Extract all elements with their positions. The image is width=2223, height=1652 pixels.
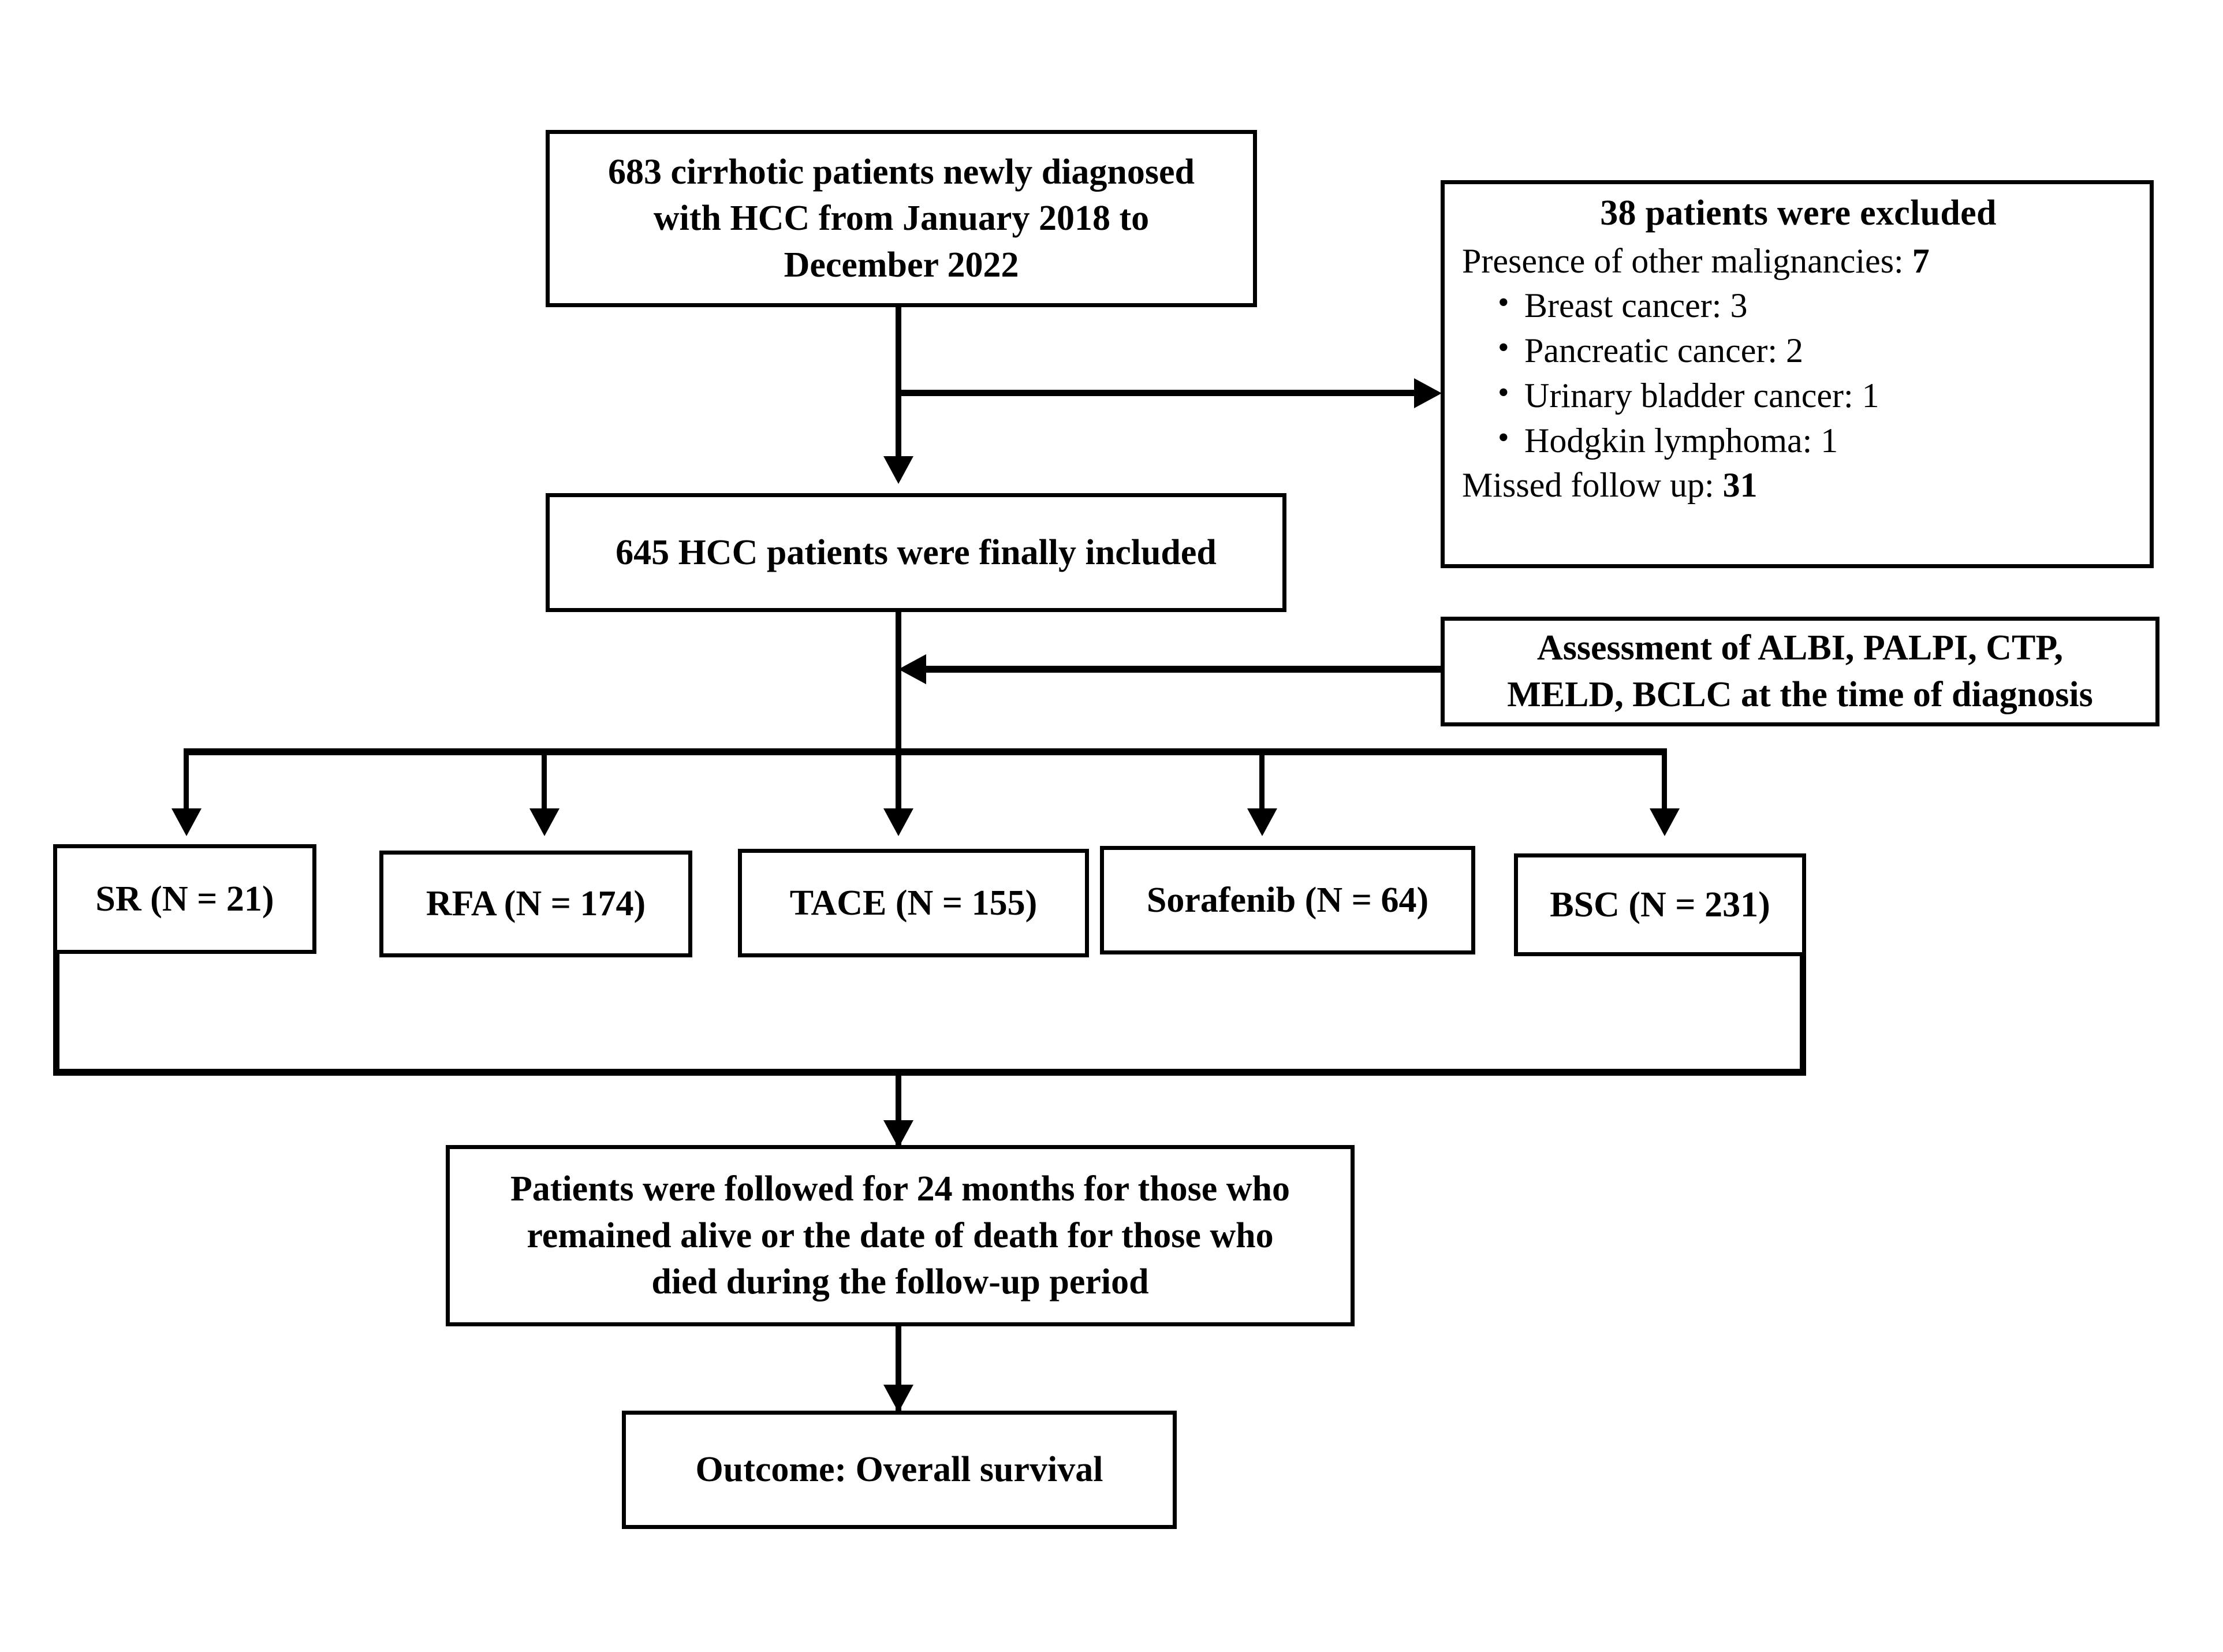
arrowhead-into-excluded <box>1414 378 1442 408</box>
arrowhead-into-trunk <box>898 654 926 684</box>
box-source-cohort: 683 cirrhotic patients newly diagnosed w… <box>546 130 1257 307</box>
treatment-label-rfa: RFA (N = 174) <box>426 884 646 924</box>
source-cohort-line3: December 2022 <box>784 245 1019 285</box>
arrowhead-into-sr <box>171 808 202 836</box>
box-followup: Patients were followed for 24 months for… <box>446 1145 1355 1326</box>
assessment-line1: Assessment of ALBI, PALPI, CTP, <box>1536 628 2064 668</box>
included-text: 645 HCC patients were finally included <box>616 532 1217 572</box>
connector-source-to-excluded <box>896 390 1433 396</box>
excluded-item-text: Pancreatic cancer: 2 <box>1524 331 1804 370</box>
branch-stem-sr <box>184 748 189 818</box>
excluded-malignancies-line: Presence of other malignancies: 7 <box>1462 239 2135 284</box>
treatment-label-sorafenib: Sorafenib (N = 64) <box>1146 880 1429 920</box>
treatment-label-bsc: BSC (N = 231) <box>1550 885 1770 924</box>
excluded-list-item: • Hodgkin lymphoma: 1 <box>1462 418 2135 463</box>
followup-line1: Patients were followed for 24 months for… <box>510 1169 1290 1209</box>
source-cohort-line1: 683 cirrhotic patients newly diagnosed <box>607 152 1195 192</box>
branch-stem-rfa <box>542 748 547 818</box>
excluded-list-item: • Breast cancer: 3 <box>1462 283 2135 328</box>
assessment-line2: MELD, BCLC at the time of diagnosis <box>1507 675 2093 714</box>
box-treatment-rfa: RFA (N = 174) <box>379 851 692 957</box>
box-outcome: Outcome: Overall survival <box>622 1411 1177 1529</box>
outcome-text: Outcome: Overall survival <box>695 1450 1103 1490</box>
excluded-malignancies-count: 7 <box>1912 241 1930 280</box>
merge-bar <box>53 1069 1806 1076</box>
excluded-missed-count: 31 <box>1722 466 1758 505</box>
branch-stem-tace <box>896 748 901 818</box>
arrowhead-into-sorafenib <box>1247 808 1277 836</box>
excluded-title: 38 patients were excluded <box>1600 193 1997 233</box>
connector-followup-to-outcome <box>896 1326 901 1416</box>
box-assessment: Assessment of ALBI, PALPI, CTP, MELD, BC… <box>1441 617 2159 726</box>
merge-right-leg <box>1800 954 1806 1075</box>
bullet-icon: • <box>1498 375 1509 411</box>
excluded-item-text: Breast cancer: 3 <box>1524 286 1748 325</box>
arrowhead-into-bsc <box>1650 808 1680 836</box>
excluded-item-text: Hodgkin lymphoma: 1 <box>1524 422 1838 460</box>
box-treatment-tace: TACE (N = 155) <box>738 849 1089 957</box>
box-treatment-sorafenib: Sorafenib (N = 64) <box>1100 846 1475 954</box>
branch-stem-bsc <box>1662 748 1667 818</box>
treatment-label-sr: SR (N = 21) <box>95 879 274 919</box>
excluded-missed-label: Missed follow up: <box>1462 466 1723 505</box>
box-excluded: 38 patients were excluded Presence of ot… <box>1441 180 2154 568</box>
merge-left-leg <box>53 954 59 1075</box>
branch-stem-sorafenib <box>1259 748 1265 818</box>
bullet-icon: • <box>1498 285 1509 321</box>
arrowhead-into-tace <box>883 808 913 836</box>
excluded-malignancies-label: Presence of other malignancies: <box>1462 241 1912 280</box>
source-cohort-line2: with HCC from January 2018 to <box>653 199 1150 238</box>
excluded-item-text: Urinary bladder cancer: 1 <box>1524 376 1879 415</box>
bullet-icon: • <box>1498 330 1509 366</box>
distribution-bar <box>184 748 1665 755</box>
excluded-list-item: • Urinary bladder cancer: 1 <box>1462 373 2135 418</box>
connector-assessment-to-trunk <box>924 666 1444 673</box>
excluded-malignancy-list: •Breast cancer: 3 •Pancreatic cancer: 2 … <box>1462 283 2135 463</box>
excluded-missed-line: Missed follow up: 31 <box>1462 463 2135 508</box>
arrowhead-into-included <box>883 456 913 484</box>
bullet-icon: • <box>1498 420 1509 456</box>
box-treatment-bsc: BSC (N = 231) <box>1514 853 1806 956</box>
box-treatment-sr: SR (N = 21) <box>53 844 316 954</box>
treatment-label-tace: TACE (N = 155) <box>789 883 1038 923</box>
arrowhead-into-followup <box>883 1120 913 1148</box>
excluded-list-item: • Pancreatic cancer: 2 <box>1462 328 2135 373</box>
followup-line2: remained alive or the date of death for … <box>527 1215 1274 1255</box>
connector-merge-to-followup <box>896 1069 901 1153</box>
followup-line3: died during the follow-up period <box>651 1262 1149 1302</box>
arrowhead-into-outcome <box>883 1385 913 1412</box>
arrowhead-into-rfa <box>529 808 560 836</box>
box-included: 645 HCC patients were finally included <box>546 493 1286 612</box>
